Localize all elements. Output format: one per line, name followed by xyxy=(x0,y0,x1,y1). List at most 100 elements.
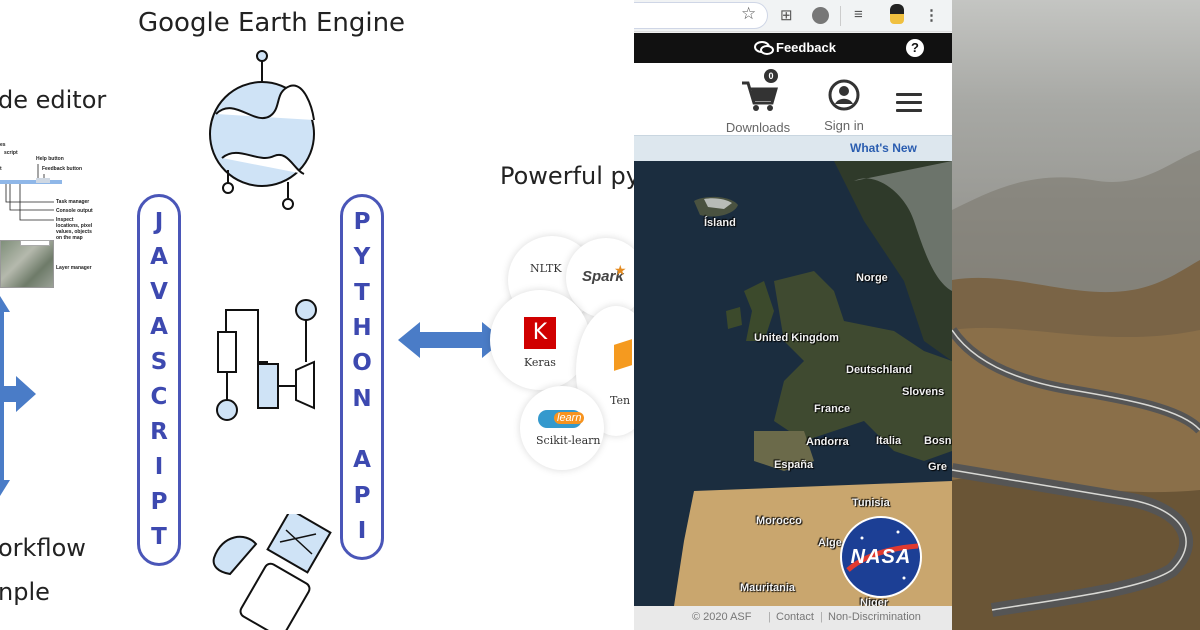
country-label: Bosn xyxy=(924,435,952,447)
downloads-count-badge: 0 xyxy=(764,69,778,83)
js-letter: A xyxy=(150,314,168,340)
country-label: Italia xyxy=(876,435,902,447)
whats-new-bar: What's New xyxy=(634,135,952,161)
py-letter: Y xyxy=(353,244,371,271)
country-label: Tunisia xyxy=(852,497,890,509)
example-label: nple xyxy=(0,578,50,606)
editor-fragment: es xyxy=(0,142,6,148)
country-label: Deutschland xyxy=(846,364,913,376)
code-editor-label: de editor xyxy=(0,86,107,114)
python-api-pill: P Y T H O N A P I xyxy=(340,194,384,560)
py-letter: A xyxy=(353,447,371,474)
cart-icon xyxy=(742,81,778,111)
workflow-label: orkflow xyxy=(0,534,86,562)
downloads-nav[interactable]: 0 Downloads xyxy=(718,63,798,135)
js-letter: S xyxy=(150,349,168,375)
feedback-button-label: Feedback button xyxy=(42,166,83,172)
js-letter: J xyxy=(154,209,164,235)
editor-toolbar xyxy=(0,180,62,184)
asf-browser-window: ☆ ⊞ ≡ ⋮ Feedback ? 0 Downloads xyxy=(634,0,952,630)
footer-contact-link[interactable]: Contact xyxy=(776,611,814,623)
country-label: France xyxy=(814,403,851,415)
javascript-pill: J A V A S C R I P T xyxy=(137,194,181,566)
js-letter: T xyxy=(151,524,167,550)
diagram-title: Google Earth Engine xyxy=(138,8,406,38)
feedback-chat-icon xyxy=(754,41,774,55)
footer-copyright: © 2020 ASF xyxy=(692,611,752,623)
signin-nav[interactable]: Sign in xyxy=(804,63,884,133)
sklearn-logo-text: learn xyxy=(554,412,585,424)
py-letter: P xyxy=(353,209,371,236)
powerful-python-label: Powerful py xyxy=(500,162,634,190)
country-label: Norge xyxy=(856,272,888,284)
hamburger-menu-icon[interactable] xyxy=(896,93,922,117)
workflow-pipeline-icon xyxy=(216,299,317,421)
spark-label: Spark xyxy=(582,268,624,285)
country-label: Ísland xyxy=(704,217,736,229)
mountain-road-image xyxy=(952,0,1200,630)
js-letter: A xyxy=(150,244,168,270)
extension-face-icon[interactable] xyxy=(812,7,829,24)
py-letter: N xyxy=(352,385,372,412)
country-label: Morocco xyxy=(756,515,802,527)
feedback-bar: Feedback ? xyxy=(634,33,952,63)
mountain-road-photo xyxy=(952,0,1200,630)
address-bar[interactable] xyxy=(634,2,768,29)
country-label: Alge xyxy=(818,537,842,549)
keras-label: Keras xyxy=(524,356,556,369)
inspect-label-line: on the map xyxy=(56,235,83,241)
country-label: Slovens xyxy=(902,386,945,398)
workflow-arrow-icon xyxy=(0,296,36,496)
editor-fragment: script xyxy=(4,150,18,156)
signin-label: Sign in xyxy=(824,118,864,133)
profile-penguin-icon[interactable] xyxy=(890,4,904,24)
tensorflow-label: Ten xyxy=(610,394,631,407)
sklearn-label: Scikit-learn xyxy=(536,434,601,447)
py-letter: T xyxy=(354,279,370,306)
editor-map-preview xyxy=(0,240,54,288)
help-button-label: Help button xyxy=(36,156,64,162)
keras-logo: K xyxy=(524,317,556,349)
map-footer: © 2020 ASF | Contact | Non-Discriminatio… xyxy=(634,606,952,630)
downloads-label: Downloads xyxy=(725,120,791,135)
map-landmass xyxy=(634,161,952,606)
satellite-map[interactable]: Ísland Norge United Kingdom Deutschland … xyxy=(634,161,952,606)
layer-manager-box xyxy=(20,240,50,246)
country-label: Niger xyxy=(860,597,889,606)
inspect-label: Inspect xyxy=(56,217,74,223)
reading-list-icon[interactable]: ≡ xyxy=(854,6,863,23)
py-letter-gap xyxy=(343,423,381,437)
editor-button xyxy=(36,178,50,183)
footer-nondiscrimination-link[interactable]: Non-Discrimination xyxy=(828,611,921,623)
py-letter: P xyxy=(353,482,371,509)
browser-toolbar: ☆ ⊞ ≡ ⋮ xyxy=(634,0,952,32)
bookmark-star-icon[interactable]: ☆ xyxy=(741,4,757,23)
whats-new-link[interactable]: What's New xyxy=(850,141,917,155)
globe-icon xyxy=(209,50,315,210)
spark-bubble xyxy=(566,238,634,318)
js-letter: C xyxy=(150,384,168,410)
js-letter: I xyxy=(154,454,164,480)
footer-divider: | xyxy=(768,611,771,623)
js-letter: R xyxy=(150,419,168,445)
layer-manager-label: Layer manager xyxy=(56,265,92,271)
toolbar-divider xyxy=(840,6,841,26)
country-label: España xyxy=(774,459,814,471)
inspect-label-line: values, objects xyxy=(56,229,92,235)
satellite-icon xyxy=(212,514,332,630)
country-label: Gre xyxy=(928,461,947,473)
country-label: Andorra xyxy=(806,436,849,448)
country-label: Mauritania xyxy=(740,582,796,594)
editor-fragment: t xyxy=(0,166,2,172)
double-arrow-icon xyxy=(398,322,504,358)
feedback-link[interactable]: Feedback xyxy=(776,40,836,55)
earth-engine-diagram: Google Earth Engine de editor orkflow np… xyxy=(0,8,634,630)
js-letter: P xyxy=(150,489,168,515)
extension-grid-icon[interactable]: ⊞ xyxy=(780,7,793,24)
help-icon[interactable]: ? xyxy=(906,39,924,57)
editor-callout-lines xyxy=(5,164,54,243)
more-menu-icon[interactable]: ⋮ xyxy=(924,7,939,24)
footer-divider: | xyxy=(820,611,823,623)
py-letter: I xyxy=(357,517,367,544)
spark-star-icon: ★ xyxy=(614,262,627,278)
